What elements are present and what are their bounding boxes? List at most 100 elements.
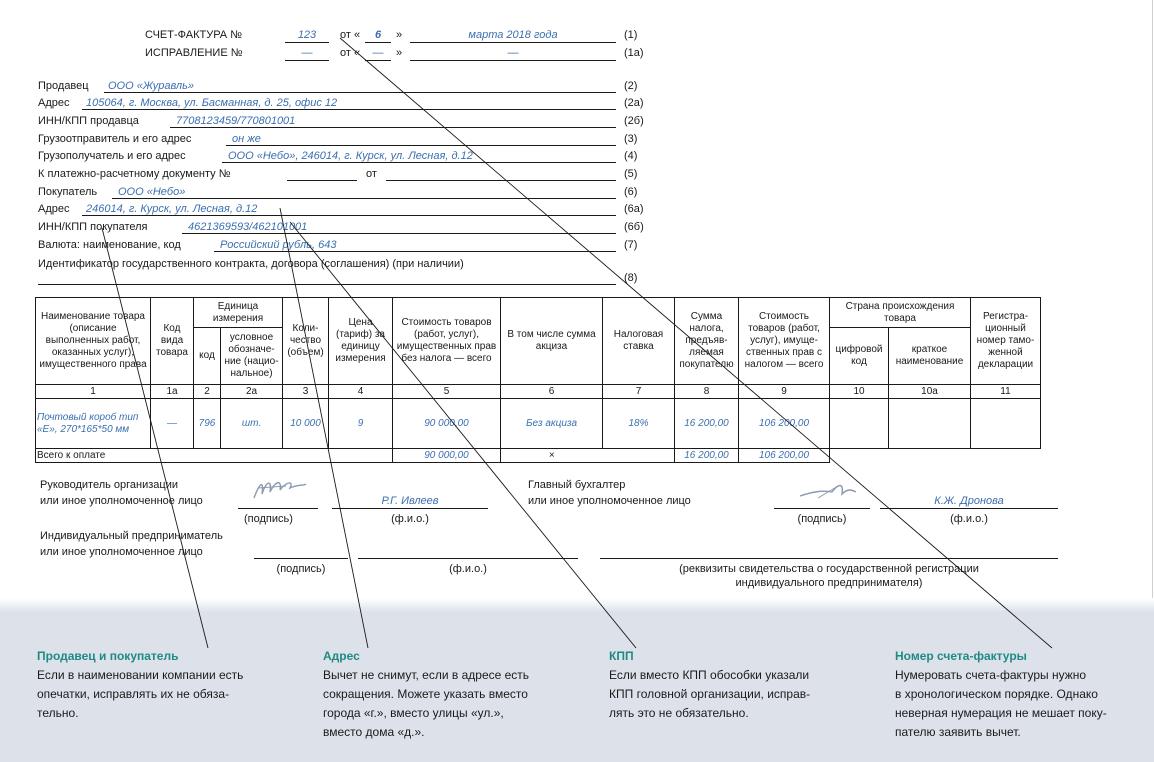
cell-unit-code: 796 bbox=[193, 398, 221, 449]
cell-total: 106 200,00 bbox=[738, 398, 830, 449]
invoice-from-label: от « bbox=[340, 29, 361, 41]
col-number: 10 bbox=[829, 384, 889, 399]
col-number: 1 bbox=[35, 384, 151, 399]
accountant-label-2: или иное уполномоченное лицо bbox=[528, 495, 691, 507]
total-rate-empty bbox=[602, 448, 675, 463]
field-payment-from: от bbox=[366, 168, 377, 180]
total-empty bbox=[970, 448, 1041, 463]
field-code-contract-id: (8) bbox=[624, 272, 638, 284]
col-header-unit: Единица измерения bbox=[193, 297, 283, 328]
field-code-buyer-address: (6а) bbox=[624, 203, 644, 215]
col-number: 1а bbox=[150, 384, 194, 399]
ip-sign-caption: (подпись) bbox=[276, 563, 326, 575]
head-label-2: или иное уполномоченное лицо bbox=[40, 495, 203, 507]
cell-excise: Без акциза bbox=[500, 398, 603, 449]
col-number: 7 bbox=[602, 384, 675, 399]
accountant-signature-icon bbox=[799, 484, 857, 499]
field-code-shipper: (3) bbox=[624, 133, 638, 145]
col-header-excise: В том числе сумма акциза bbox=[500, 297, 603, 385]
total-cost: 90 000,00 bbox=[392, 448, 501, 463]
field-value-currency: Российский рубль, 643 bbox=[220, 239, 337, 251]
accountant-sign-caption: (подпись) bbox=[797, 513, 847, 525]
invoice-document: СЧЕТ-ФАКТУРА № 123 от « 6 » марта 2018 г… bbox=[35, 0, 1153, 612]
correction-label: ИСПРАВЛЕНИЕ № bbox=[145, 47, 243, 59]
code-1: (1) bbox=[624, 29, 638, 41]
col-header-country-name: краткое наименование bbox=[888, 327, 971, 385]
field-value-seller: ООО «Журавль» bbox=[108, 80, 195, 92]
col-number: 2 bbox=[193, 384, 221, 399]
correction-from-label: от « bbox=[340, 47, 361, 59]
col-number: 2а bbox=[220, 384, 283, 399]
total-label: Всего к оплате bbox=[35, 448, 393, 463]
head-signature-icon bbox=[253, 482, 307, 499]
field-code-payment-doc: (5) bbox=[624, 168, 638, 180]
total-sum: 106 200,00 bbox=[738, 448, 830, 463]
note-text-invoice-number: Нумеровать счета-фактуры нужно в хроноло… bbox=[895, 668, 1107, 739]
field-label-seller: Продавец bbox=[38, 80, 89, 92]
head-label-1: Руководитель организации bbox=[40, 479, 179, 491]
col-header-cost: Стоимость товаров (работ, услуг), имущес… bbox=[392, 297, 501, 385]
note-title-kpp: КПП bbox=[609, 649, 634, 663]
col-number: 4 bbox=[328, 384, 393, 399]
col-header-rate: Налоговая ставка bbox=[602, 297, 675, 385]
invoice-table: Наименование товара (описание выполненны… bbox=[35, 297, 1041, 463]
note-title-seller-buyer: Продавец и покупатель bbox=[37, 649, 179, 663]
field-value-buyer: ООО «Небо» bbox=[118, 186, 186, 198]
field-label-seller-address: Адрес bbox=[38, 97, 70, 109]
col-header-total: Стоимость товаров (работ, услуг), имуще-… bbox=[738, 297, 830, 385]
field-code-buyer-inn: (6б) bbox=[624, 221, 644, 233]
invoice-close-quote: » bbox=[396, 29, 403, 41]
note-text-kpp: Если вместо КПП обособки указали КПП гол… bbox=[609, 668, 811, 720]
field-code-currency: (7) bbox=[624, 239, 638, 251]
field-value-seller-inn: 7708123459/770801001 bbox=[176, 115, 296, 127]
col-number: 11 bbox=[970, 384, 1041, 399]
field-code-buyer: (6) bbox=[624, 186, 638, 198]
note-title-invoice-number: Номер счета-фактуры bbox=[895, 649, 1027, 663]
cell-price: 9 bbox=[328, 398, 393, 449]
col-header-price: Цена (тариф) за единицу измерения bbox=[328, 297, 393, 385]
col-header-country-code: цифровой код bbox=[829, 327, 889, 385]
total-tax: 16 200,00 bbox=[674, 448, 739, 463]
field-value-buyer-inn: 4621369593/462101001 bbox=[188, 221, 308, 233]
cell-rate: 18% bbox=[602, 398, 675, 449]
invoice-number: 123 bbox=[297, 29, 317, 41]
total-empty bbox=[829, 448, 889, 463]
field-label-shipper: Грузоотправитель и его адрес bbox=[38, 133, 192, 145]
field-label-buyer-address: Адрес bbox=[38, 203, 70, 215]
note-text-address: Вычет не снимут, если в адресе есть сокр… bbox=[323, 668, 530, 739]
field-code-seller-inn: (2б) bbox=[624, 115, 644, 127]
field-label-payment-doc: К платежно-расчетному документу № bbox=[38, 168, 231, 180]
field-label-currency: Валюта: наименование, код bbox=[38, 239, 181, 251]
field-value-seller-address: 105064, г. Москва, ул. Басманная, д. 25,… bbox=[86, 97, 338, 109]
col-header-kind: Код вида товара bbox=[150, 297, 194, 385]
correction-close-quote: » bbox=[396, 47, 403, 59]
correction-date: — bbox=[507, 47, 519, 59]
invoice-label: СЧЕТ-ФАКТУРА № bbox=[145, 29, 242, 41]
col-header-unit-code: код bbox=[193, 327, 221, 385]
col-number: 9 bbox=[738, 384, 830, 399]
ip-fio-caption: (ф.и.о.) bbox=[449, 563, 487, 575]
page-edge bbox=[1152, 0, 1153, 612]
head-fio-caption: (ф.и.о.) bbox=[391, 513, 429, 525]
field-label-buyer-inn: ИНН/КПП покупателя bbox=[38, 221, 148, 233]
col-number: 8 bbox=[674, 384, 739, 399]
correction-number: — bbox=[301, 47, 313, 59]
col-header-tax: Сумма налога, предъяв-ляемая покупателю bbox=[674, 297, 739, 385]
note-text-seller-buyer: Если в наименовании компании есть опечат… bbox=[37, 668, 244, 720]
col-header-customs: Регистра-ционный номер тамо-женной декла… bbox=[970, 297, 1041, 385]
total-row: Всего к оплате 90 000,00 × 16 200,00 106… bbox=[35, 448, 1041, 463]
code-1a: (1а) bbox=[624, 47, 644, 59]
col-number: 5 bbox=[392, 384, 501, 399]
col-number: 3 bbox=[282, 384, 329, 399]
col-header-name: Наименование товара (описание выполненны… bbox=[35, 297, 151, 385]
cell-country-name bbox=[888, 398, 971, 449]
table-row: Почтовый короб тип «Е», 270*165*50 мм — … bbox=[35, 398, 1041, 449]
field-label-buyer: Покупатель bbox=[38, 186, 98, 198]
field-code-consignee: (4) bbox=[624, 150, 638, 162]
total-excise: × bbox=[500, 448, 603, 463]
correction-day: — bbox=[372, 47, 384, 59]
field-code-seller: (2) bbox=[624, 80, 638, 92]
field-code-seller-address: (2а) bbox=[624, 97, 644, 109]
field-value-consignee: ООО «Небо», 246014, г. Курск, ул. Лесная… bbox=[228, 150, 473, 162]
ip-requisites-caption: (реквизиты свидетельства о государственн… bbox=[679, 563, 979, 589]
